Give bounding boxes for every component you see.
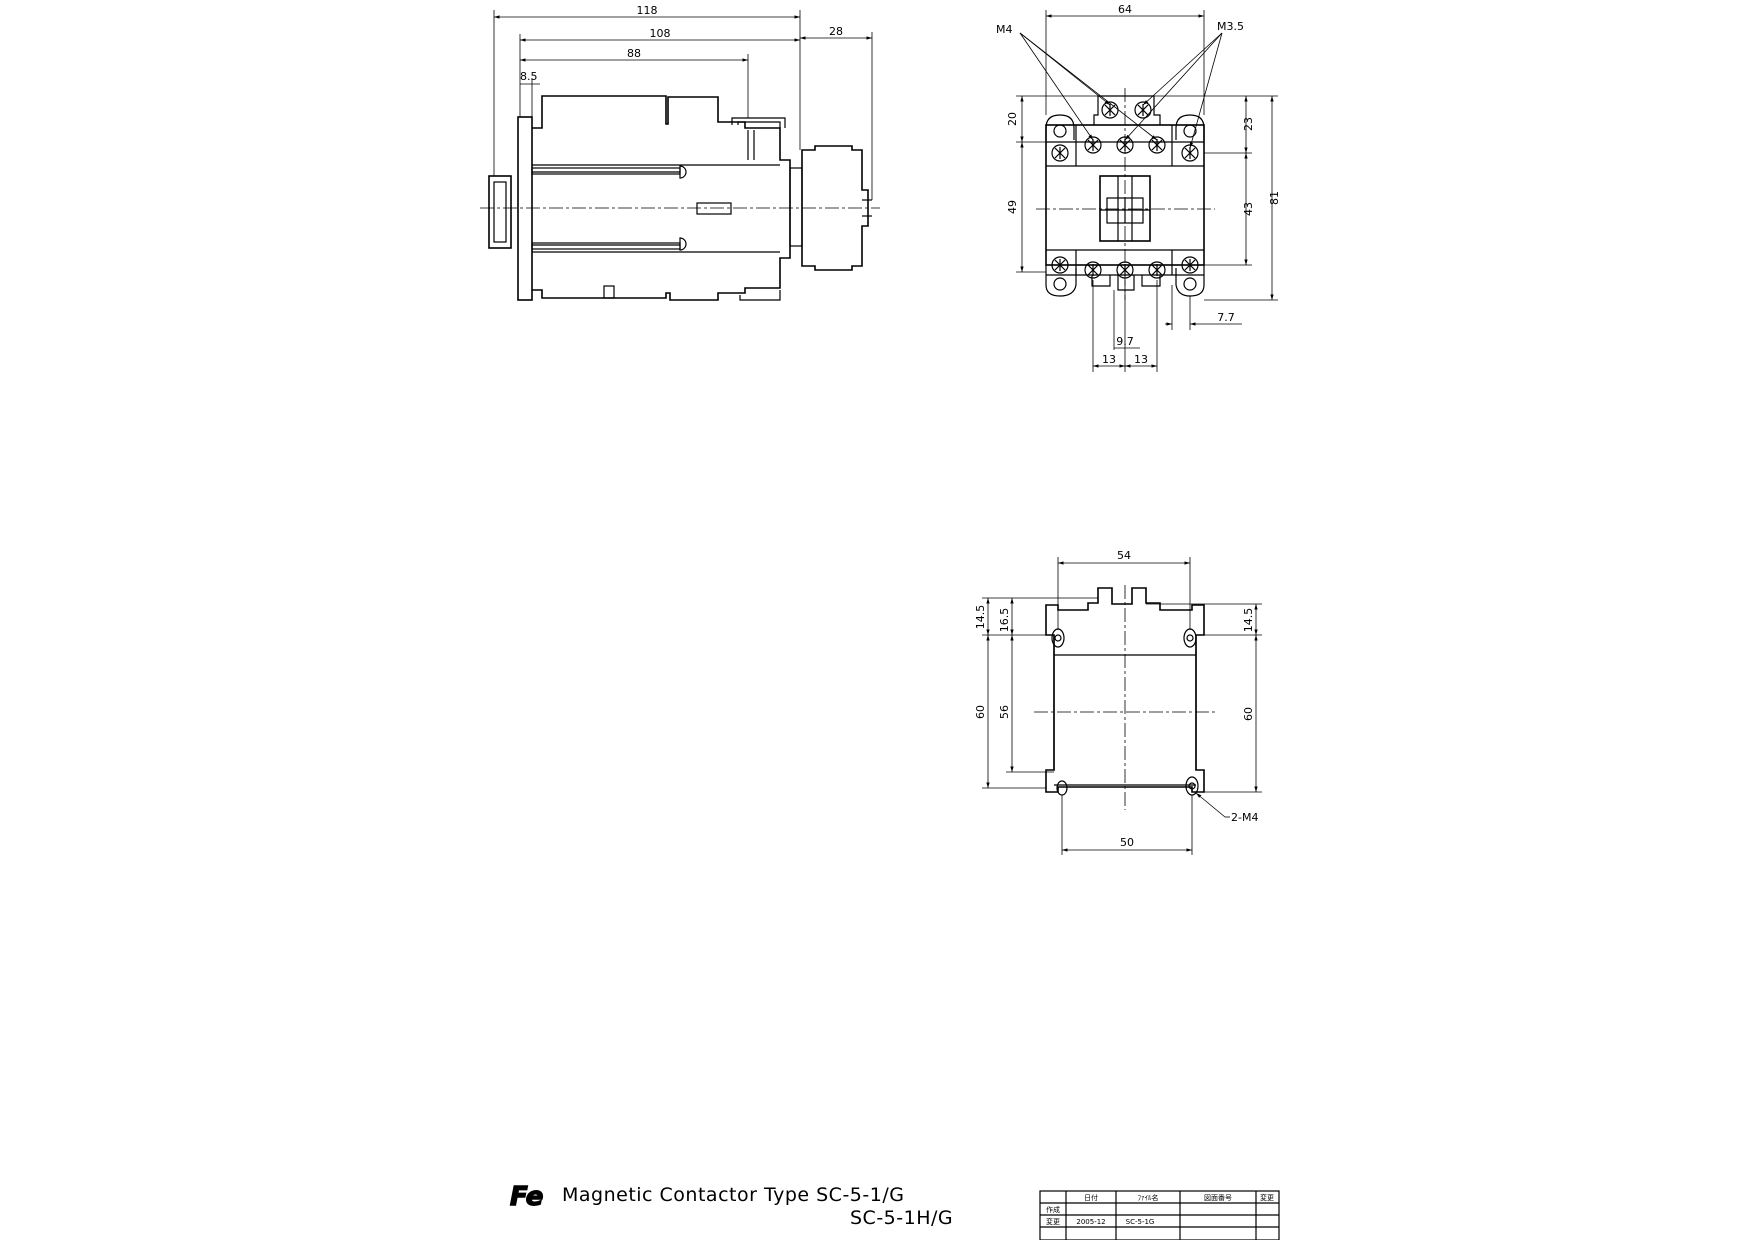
fe-logo-text: Fe <box>510 1182 543 1212</box>
dim-length-88: 88 <box>627 47 641 60</box>
main-screw-icon <box>1084 261 1102 279</box>
main-screw-icon <box>1148 261 1166 279</box>
table-header-revision: 変更 <box>1260 1193 1274 1202</box>
coil-terminal-block <box>801 145 869 271</box>
mounting-dimensions: 54 50 14.5 16.5 60 56 14.5 60 <box>974 549 1262 855</box>
front-dimensions: 64 20 49 23 43 81 13 <box>1006 3 1281 372</box>
front-view: M4 M3.5 64 20 49 23 43 8 <box>996 3 1281 372</box>
dim-front-width: 64 <box>1118 3 1132 16</box>
title-block-table: 日付 ﾌｧｲﾙ名 図面番号 変更 作成 変更 2005-12 SC-5-1G <box>1039 1190 1280 1240</box>
table-header-date: 日付 <box>1084 1193 1098 1202</box>
dim-terminal-extension: 28 <box>829 25 843 38</box>
aux-screw-icon <box>1051 144 1069 162</box>
dim-pitch-13-right: 13 <box>1134 353 1148 366</box>
label-m4-screw: M4 <box>996 23 1013 36</box>
mounting-view: 54 50 14.5 16.5 60 56 14.5 60 <box>974 549 1262 855</box>
dim-right-60: 60 <box>1242 707 1255 721</box>
dim-right-14-5: 14.5 <box>1242 608 1255 633</box>
main-screw-icon <box>1148 136 1166 154</box>
coil-screw-icon <box>1101 101 1119 119</box>
main-screw-icon <box>1116 136 1134 154</box>
dim-body-49: 49 <box>1006 200 1019 214</box>
row-revised-file: SC-5-1G <box>1126 1218 1155 1226</box>
dim-flange: 8.5 <box>520 70 538 83</box>
dim-pitch-13-left: 13 <box>1102 353 1116 366</box>
dim-left-56: 56 <box>998 705 1011 719</box>
dim-width-54: 54 <box>1117 549 1131 562</box>
dim-left-14-5: 14.5 <box>974 605 987 630</box>
contactor-body-outline <box>532 95 791 301</box>
armature-window <box>696 202 732 215</box>
table-header-drawing-no: 図面番号 <box>1204 1194 1232 1202</box>
dim-left-60: 60 <box>974 705 987 719</box>
drawing-title-line2: SC-5-1H/G <box>850 1207 954 1229</box>
dim-center-43: 43 <box>1242 202 1255 216</box>
row-revised-date: 2005-12 <box>1076 1218 1105 1226</box>
dim-total-81: 81 <box>1268 191 1281 205</box>
dim-overall-length: 118 <box>637 4 658 17</box>
table-header-file: ﾌｧｲﾙ名 <box>1138 1193 1159 1202</box>
row-created-label: 作成 <box>1046 1205 1060 1214</box>
coil-screw-icon <box>1134 101 1152 119</box>
dim-width-50: 50 <box>1120 836 1134 849</box>
mounting-outline <box>1045 587 1205 793</box>
side-dimensions: 118 108 88 8.5 28 <box>493 4 873 200</box>
label-2-m4: 2-M4 <box>1231 811 1258 824</box>
fe-logo-icon: Fe <box>509 1181 544 1212</box>
base-plate <box>517 116 533 301</box>
drawing-title-line1: Magnetic Contactor Type SC-5-1/G <box>562 1184 905 1206</box>
dim-top-23: 23 <box>1242 117 1255 131</box>
mounting-hole-icon <box>1183 628 1197 648</box>
mounting-flange <box>488 175 512 249</box>
dim-offset-7-7: 7.7 <box>1217 311 1235 324</box>
main-screw-icon <box>1116 261 1134 279</box>
screw-leaders: M4 M3.5 <box>996 20 1244 149</box>
label-m35-screw: M3.5 <box>1217 20 1244 33</box>
dim-offset-9-7: 9.7 <box>1116 335 1134 348</box>
dim-top-20: 20 <box>1006 112 1019 126</box>
dim-left-16-5: 16.5 <box>998 608 1011 633</box>
side-view: 118 108 88 8.5 28 <box>480 4 880 301</box>
row-revised-label: 変更 <box>1046 1217 1060 1226</box>
dim-body-length: 108 <box>650 27 671 40</box>
